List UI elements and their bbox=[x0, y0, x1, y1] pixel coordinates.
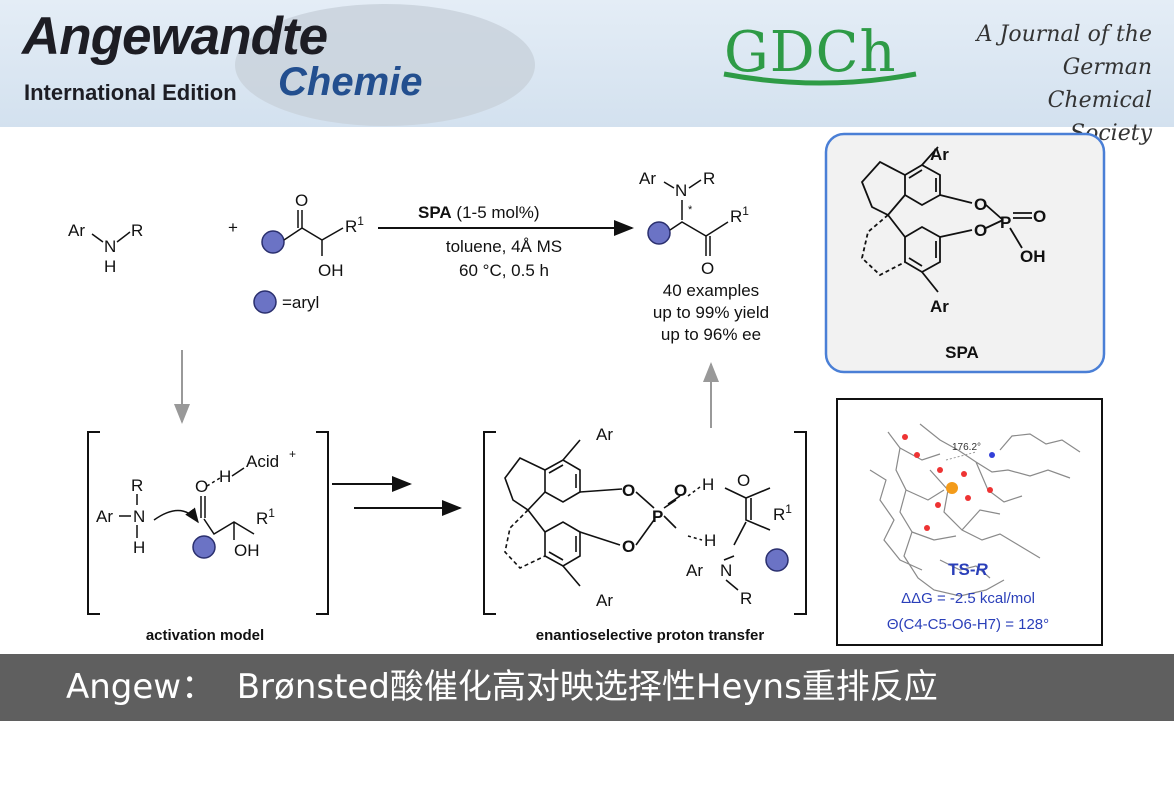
proton-transfer-ts: Ar Ar O O P O H O H R1 Ar N R enantiosel… bbox=[483, 425, 807, 644]
oxygen-atom bbox=[935, 502, 941, 508]
atom-label: R bbox=[131, 476, 143, 495]
atom-label: R bbox=[131, 221, 143, 240]
reaction-scheme: Ar N R H + O R1 OH =aryl SPA (1-5 mol%) … bbox=[68, 132, 1106, 646]
amine-reactant: Ar N R H bbox=[68, 221, 143, 276]
header-decoration bbox=[235, 4, 535, 126]
atom-label: O bbox=[622, 537, 635, 556]
atom-label: R1 bbox=[730, 204, 749, 226]
nitrogen-atom bbox=[989, 452, 995, 458]
stereocenter-mark: * bbox=[688, 204, 693, 216]
atom-label: O bbox=[1033, 207, 1046, 226]
atom-label: R bbox=[703, 169, 715, 188]
gdch-logo: GDCh bbox=[724, 20, 897, 85]
atom-label: H bbox=[133, 538, 145, 557]
atom-label: Ar bbox=[96, 507, 113, 526]
aryl-circle bbox=[192, 535, 216, 559]
footer-title: Angew： Brønsted酸催化高对映选择性Heyns重排反应 bbox=[66, 667, 938, 707]
atom-label: O bbox=[195, 477, 208, 496]
atom-label: Ar bbox=[639, 169, 656, 188]
atom-label: P bbox=[1000, 213, 1011, 232]
spa-label: SPA bbox=[945, 343, 979, 362]
spa-catalyst-box: Ar Ar O O P O OH SPA bbox=[824, 132, 1106, 374]
activation-model: R Ar N H O H Acid + R1 OH activation mod… bbox=[87, 431, 329, 644]
product-structure: Ar N R * R1 O bbox=[639, 169, 749, 278]
atom-label: R bbox=[740, 589, 752, 608]
society-line: German bbox=[1062, 55, 1152, 80]
journal-title: Angewandte bbox=[22, 7, 328, 66]
oxygen-atom bbox=[914, 452, 920, 458]
result-ee: up to 96% ee bbox=[661, 325, 761, 344]
oxygen-atom bbox=[961, 471, 967, 477]
ts-3d-model bbox=[869, 423, 1081, 597]
activation-model-label: activation model bbox=[146, 627, 264, 644]
atom-label: H bbox=[702, 475, 714, 494]
atom-label: H bbox=[219, 467, 231, 486]
footer-banner: Angew： Brønsted酸催化高对映选择性Heyns重排反应 bbox=[0, 654, 1174, 721]
ts-energy: ΔΔG = -2.5 kcal/mol bbox=[901, 590, 1035, 607]
atom-label: O bbox=[974, 221, 987, 240]
atom-label: Ar bbox=[930, 297, 949, 316]
aryl-legend-circle bbox=[253, 290, 277, 314]
atom-label: O bbox=[737, 471, 750, 490]
gdch-logo-arc bbox=[723, 71, 917, 86]
atom-label: OH bbox=[318, 261, 344, 280]
atom-label: O bbox=[674, 481, 687, 500]
oxygen-atom bbox=[987, 487, 993, 493]
society-line: Chemical Society bbox=[1047, 88, 1152, 146]
atom-label: O bbox=[622, 481, 635, 500]
atom-label: O bbox=[295, 191, 308, 210]
atom-label: Ar bbox=[930, 145, 949, 164]
atom-label: OH bbox=[234, 541, 260, 560]
atom-label: Ar bbox=[68, 221, 85, 240]
result-yield: up to 99% yield bbox=[653, 303, 769, 322]
society-line: A Journal of the bbox=[976, 22, 1152, 47]
ts-r-box: 176.2° TS-R ΔΔG = -2.5 kcal/mol Θ(C4-C5-… bbox=[836, 398, 1103, 646]
acid-label: Acid bbox=[246, 452, 279, 471]
charge-mark: + bbox=[289, 447, 296, 461]
journal-subtitle: Chemie bbox=[278, 60, 423, 104]
atom-label: N bbox=[675, 181, 687, 200]
atom-label: O bbox=[701, 259, 714, 278]
atom-label: Ar bbox=[596, 425, 613, 444]
aryl-legend-text: =aryl bbox=[282, 293, 319, 312]
plus-sign: + bbox=[228, 218, 238, 237]
atom-label: P bbox=[652, 507, 663, 526]
oxygen-atom bbox=[937, 467, 943, 473]
atom-label: R1 bbox=[773, 502, 792, 524]
atom-label: N bbox=[133, 507, 145, 526]
journal-edition: International Edition bbox=[24, 80, 237, 105]
oxygen-atom bbox=[924, 525, 930, 531]
catalyst-label: SPA (1-5 mol%) bbox=[418, 203, 540, 222]
ts-dihedral: Θ(C4-C5-O6-H7) = 128° bbox=[887, 616, 1049, 633]
atom-label: H bbox=[104, 257, 116, 276]
society-description: A Journal of the German Chemical Society bbox=[960, 18, 1152, 150]
atom-label: N bbox=[720, 561, 732, 580]
condition-solvent: toluene, 4Å MS bbox=[446, 237, 562, 256]
atom-label: Ar bbox=[686, 561, 703, 580]
phosphorus-atom bbox=[946, 482, 958, 494]
proton-transfer-label: enantioselective proton transfer bbox=[536, 627, 765, 644]
result-examples: 40 examples bbox=[663, 281, 759, 300]
condition-temperature: 60 °C, 0.5 h bbox=[459, 261, 549, 280]
aryl-circle bbox=[647, 221, 671, 245]
atom-label: N bbox=[104, 237, 116, 256]
ts-title: TS-R bbox=[948, 560, 988, 579]
angle-annotation: 176.2° bbox=[952, 442, 981, 453]
atom-label: O bbox=[974, 195, 987, 214]
oxygen-atom bbox=[965, 495, 971, 501]
aryl-circle bbox=[261, 230, 285, 254]
aryl-circle bbox=[765, 548, 789, 572]
journal-header: Angewandte International Edition Chemie … bbox=[0, 0, 1174, 146]
atom-label: R1 bbox=[256, 506, 275, 528]
ketone-reactant: O R1 OH bbox=[261, 191, 364, 280]
oxygen-atom bbox=[902, 434, 908, 440]
atom-label: R1 bbox=[345, 214, 364, 236]
atom-label: OH bbox=[1020, 247, 1046, 266]
atom-label: H bbox=[704, 531, 716, 550]
atom-label: Ar bbox=[596, 591, 613, 610]
